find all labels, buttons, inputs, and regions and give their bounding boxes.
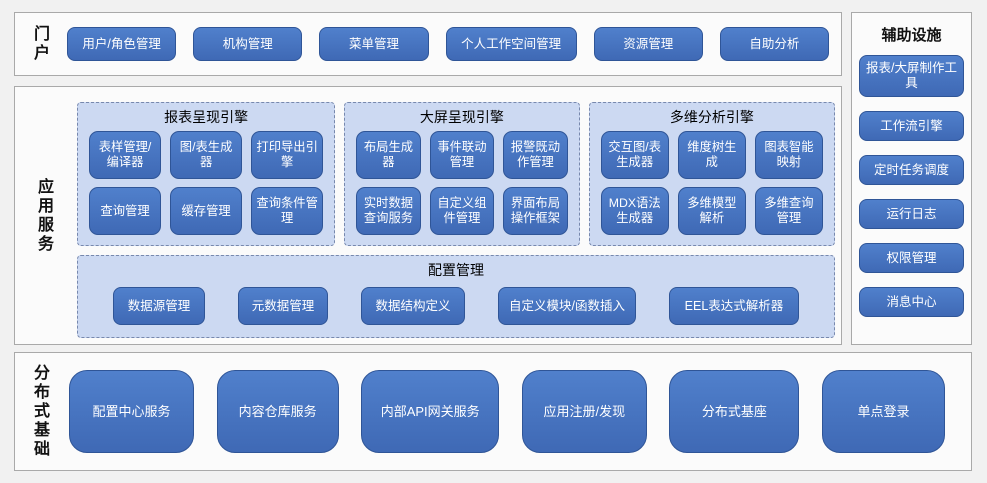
panel-title: 报表呈现引擎 <box>164 109 249 125</box>
portal-button-0[interactable]: 用户/角色管理 <box>67 27 177 61</box>
panel-bigscreen-engine: 大屏呈现引擎 布局生成器 事件联动管理 报警既动作管理 实时数据查询服务 自定义… <box>344 102 580 246</box>
config-button-2[interactable]: 数据结构定义 <box>361 287 465 325</box>
portal-label: 门户 <box>31 25 48 63</box>
distributed-base-section: 分布式基础 配置中心服务 内容仓库服务 内部API网关服务 应用注册/发现 分布… <box>14 352 972 471</box>
engine-module-button[interactable]: 查询条件管理 <box>251 187 324 235</box>
engine-panels-row: 报表呈现引擎 表样管理/编译器 图/表生成器 打印导出引擎 查询管理 缓存管理 … <box>77 102 835 246</box>
engine-module-button[interactable]: MDX语法生成器 <box>600 187 669 235</box>
portal-button-5[interactable]: 自助分析 <box>719 27 830 61</box>
engine-module-button[interactable]: 交互图/表生成器 <box>600 131 669 179</box>
engine-module-button[interactable]: 图表智能映射 <box>754 131 823 179</box>
config-button-1[interactable]: 元数据管理 <box>238 287 328 325</box>
portal-button-2[interactable]: 菜单管理 <box>319 27 429 61</box>
portal-button-row: 用户/角色管理 机构管理 菜单管理 个人工作空间管理 资源管理 自助分析 <box>67 27 830 61</box>
engine-module-button[interactable]: 界面布局操作框架 <box>503 187 568 235</box>
engine-module-button[interactable]: 多维模型解析 <box>677 187 746 235</box>
auxiliary-button-5[interactable]: 消息中心 <box>859 287 964 317</box>
panel-title: 多维分析引擎 <box>669 109 754 125</box>
distributed-button-4[interactable]: 分布式基座 <box>669 370 800 453</box>
distributed-button-3[interactable]: 应用注册/发现 <box>521 370 647 453</box>
config-button-row: 数据源管理 元数据管理 数据结构定义 自定义模块/函数插入 EEL表达式解析器 <box>78 283 834 337</box>
portal-button-3[interactable]: 个人工作空间管理 <box>445 27 577 61</box>
auxiliary-button-4[interactable]: 权限管理 <box>859 243 964 273</box>
auxiliary-button-1[interactable]: 工作流引擎 <box>859 111 964 141</box>
panel-olap-engine: 多维分析引擎 交互图/表生成器 维度树生成 图表智能映射 MDX语法生成器 多维… <box>588 102 835 246</box>
distributed-button-row: 配置中心服务 内容仓库服务 内部API网关服务 应用注册/发现 分布式基座 单点… <box>69 370 945 453</box>
engine-module-button[interactable]: 缓存管理 <box>170 187 243 235</box>
panel-title: 大屏呈现引擎 <box>419 109 504 125</box>
portal-button-4[interactable]: 资源管理 <box>593 27 703 61</box>
distributed-button-1[interactable]: 内容仓库服务 <box>216 370 339 453</box>
engine-module-button[interactable]: 事件联动管理 <box>429 131 495 179</box>
distributed-button-0[interactable]: 配置中心服务 <box>69 370 194 453</box>
panel-report-engine: 报表呈现引擎 表样管理/编译器 图/表生成器 打印导出引擎 查询管理 缓存管理 … <box>77 102 336 246</box>
app-services-content: 报表呈现引擎 表样管理/编译器 图/表生成器 打印导出引擎 查询管理 缓存管理 … <box>77 102 835 338</box>
engine-module-button[interactable]: 自定义组件管理 <box>429 187 495 235</box>
panel-grid: 交互图/表生成器 维度树生成 图表智能映射 MDX语法生成器 多维模型解析 多维… <box>590 130 834 245</box>
auxiliary-section: 辅助设施 报表/大屏制作工具 工作流引擎 定时任务调度 运行日志 权限管理 消息… <box>851 12 972 345</box>
distributed-button-5[interactable]: 单点登录 <box>821 370 945 453</box>
engine-module-button[interactable]: 布局生成器 <box>356 131 421 179</box>
auxiliary-title: 辅助设施 <box>881 27 942 44</box>
app-services-section: 应用服务 报表呈现引擎 表样管理/编译器 图/表生成器 打印导出引擎 查询管理 … <box>14 86 842 345</box>
portal-section: 门户 用户/角色管理 机构管理 菜单管理 个人工作空间管理 资源管理 自助分析 <box>14 12 842 76</box>
panel-grid: 表样管理/编译器 图/表生成器 打印导出引擎 查询管理 缓存管理 查询条件管理 <box>78 130 334 245</box>
engine-module-button[interactable]: 表样管理/编译器 <box>89 131 162 179</box>
auxiliary-button-0[interactable]: 报表/大屏制作工具 <box>859 55 964 97</box>
distributed-button-2[interactable]: 内部API网关服务 <box>361 370 500 453</box>
engine-module-button[interactable]: 多维查询管理 <box>754 187 823 235</box>
engine-module-button[interactable]: 实时数据查询服务 <box>356 187 421 235</box>
portal-button-1[interactable]: 机构管理 <box>193 27 303 61</box>
config-button-0[interactable]: 数据源管理 <box>113 287 205 325</box>
engine-module-button[interactable]: 查询管理 <box>89 187 162 235</box>
app-services-label: 应用服务 <box>35 177 52 254</box>
config-button-3[interactable]: 自定义模块/函数插入 <box>498 287 636 325</box>
auxiliary-button-2[interactable]: 定时任务调度 <box>859 155 964 185</box>
engine-module-button[interactable]: 报警既动作管理 <box>503 131 568 179</box>
engine-module-button[interactable]: 图/表生成器 <box>170 131 243 179</box>
panel-config-management: 配置管理 数据源管理 元数据管理 数据结构定义 自定义模块/函数插入 EEL表达… <box>77 255 835 338</box>
auxiliary-button-3[interactable]: 运行日志 <box>859 199 964 229</box>
distributed-base-label: 分布式基础 <box>31 364 48 459</box>
panel-grid: 布局生成器 事件联动管理 报警既动作管理 实时数据查询服务 自定义组件管理 界面… <box>345 130 578 245</box>
engine-module-button[interactable]: 维度树生成 <box>677 131 746 179</box>
config-button-4[interactable]: EEL表达式解析器 <box>669 287 799 325</box>
panel-title: 配置管理 <box>428 262 484 278</box>
engine-module-button[interactable]: 打印导出引擎 <box>251 131 324 179</box>
